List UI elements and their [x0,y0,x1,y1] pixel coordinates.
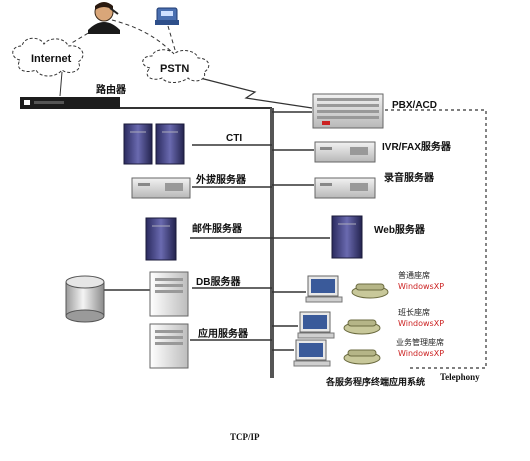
web-server-icon: Web服务器 [331,215,426,259]
telephone-icon [351,283,389,299]
db-label: DB服务器 [196,275,241,288]
telephony-link [385,109,487,369]
recording-label: 录音服务器 [384,171,435,184]
seat-2-os: WindowsXP [398,319,444,328]
fax-phone-icon [155,7,179,25]
person-phone-icon [88,2,120,34]
ivr-fax-server-icon: IVR/FAX服务器 [314,140,452,163]
seat-1-role: 普通座席 [398,270,430,280]
recording-server-icon: 录音服务器 [314,171,435,199]
person-internet-link [69,25,101,45]
mail-server-icon: 邮件服务器 [145,217,243,261]
outbound-server-icon: 外拔服务器 [131,173,247,199]
router-label: 路由器 [96,83,127,96]
telephone-icon [343,319,381,335]
mail-label: 邮件服务器 [192,222,243,235]
connections [59,19,487,378]
cti-label: CTI [226,133,242,144]
seat-3-os: WindowsXP [398,349,444,358]
outbound-label: 外拔服务器 [195,173,247,186]
pc-icon [297,311,335,339]
agent-seat-1: 普通座席 WindowsXP [305,270,444,303]
pc-icon [305,275,343,303]
pbx-icon: PBX/ACD [312,93,437,129]
router-icon: 路由器 [20,83,127,109]
pstn-label: PSTN [160,63,189,75]
pstn-pbx-link [199,77,313,109]
app-server-icon: 应用服务器 [149,323,249,369]
telephone-icon [343,349,381,365]
seat-1-os: WindowsXP [398,282,444,291]
internet-cloud-icon: Internet [12,37,84,77]
cti-server-icon: CTI [123,123,242,165]
telephony-label: Telephony [440,372,480,382]
internet-label: Internet [31,53,72,65]
ivr-label: IVR/FAX服务器 [382,140,452,153]
terminal-system-label: 各服务程序终端应用系统 [325,376,425,387]
pc-icon [293,339,331,367]
app-label: 应用服务器 [198,327,249,340]
pbx-label: PBX/ACD [392,100,437,111]
database-cylinder-icon [65,275,105,323]
seat-3-role: 业务管理座席 [396,337,444,347]
web-label: Web服务器 [374,223,426,236]
seat-2-role: 班长座席 [398,307,430,317]
tcpip-label: TCP/IP [230,432,260,442]
db-server-icon: DB服务器 [149,271,241,317]
pstn-cloud-icon: PSTN [142,49,210,83]
internet-router-link [59,71,63,97]
agent-seat-3: 业务管理座席 WindowsXP [293,337,444,367]
agent-seat-2: 班长座席 WindowsXP [297,307,444,339]
